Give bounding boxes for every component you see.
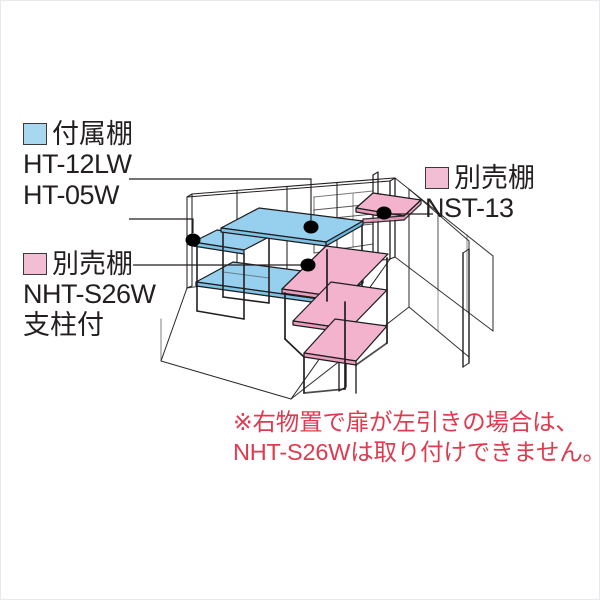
legend-optional-right-title-row: 別売棚 (425, 163, 535, 193)
dot-nht-s26w (300, 258, 316, 272)
legend-included-code-1: HT-12LW (23, 149, 132, 179)
dot-ht05w (185, 233, 201, 247)
dot-ht12lw (303, 220, 319, 234)
swatch-blue-icon (23, 123, 47, 145)
dot-nst13 (376, 206, 392, 220)
legend-optional-left-title-row: 別売棚 (23, 249, 156, 279)
legend-optional-left-note: 支柱付 (23, 310, 104, 340)
legend-optional-left-title: 別売棚 (52, 249, 133, 279)
legend-optional-left-code: NHT-S26W (23, 279, 156, 309)
warning-note: ※右物置で扉が左引きの場合は、 NHT-S26Wは取り付けできません。 (233, 407, 600, 467)
legend-optional-right-title: 別売棚 (454, 163, 535, 193)
swatch-pink-left-icon (23, 253, 47, 275)
legend-included-code-2: HT-05W (23, 180, 120, 210)
legend-optional-shelf-left: 別売棚 NHT-S26W 支柱付 (23, 249, 156, 340)
leader-ht12lw (129, 178, 312, 225)
legend-included-shelf: 付属棚 HT-12LW HT-05W (23, 119, 133, 211)
swatch-pink-right-icon (425, 167, 449, 189)
legend-optional-shelf-right: 別売棚 NST-13 (425, 163, 535, 224)
leader-ht05w (129, 218, 194, 233)
legend-included-title: 付属棚 (52, 119, 133, 149)
warning-line-2: NHT-S26Wは取り付けできません。 (233, 439, 600, 465)
legend-included-title-row: 付属棚 (23, 119, 133, 149)
legend-optional-right-code: NST-13 (425, 193, 514, 223)
warning-line-1: ※右物置で扉が左引きの場合は、 (233, 409, 579, 435)
